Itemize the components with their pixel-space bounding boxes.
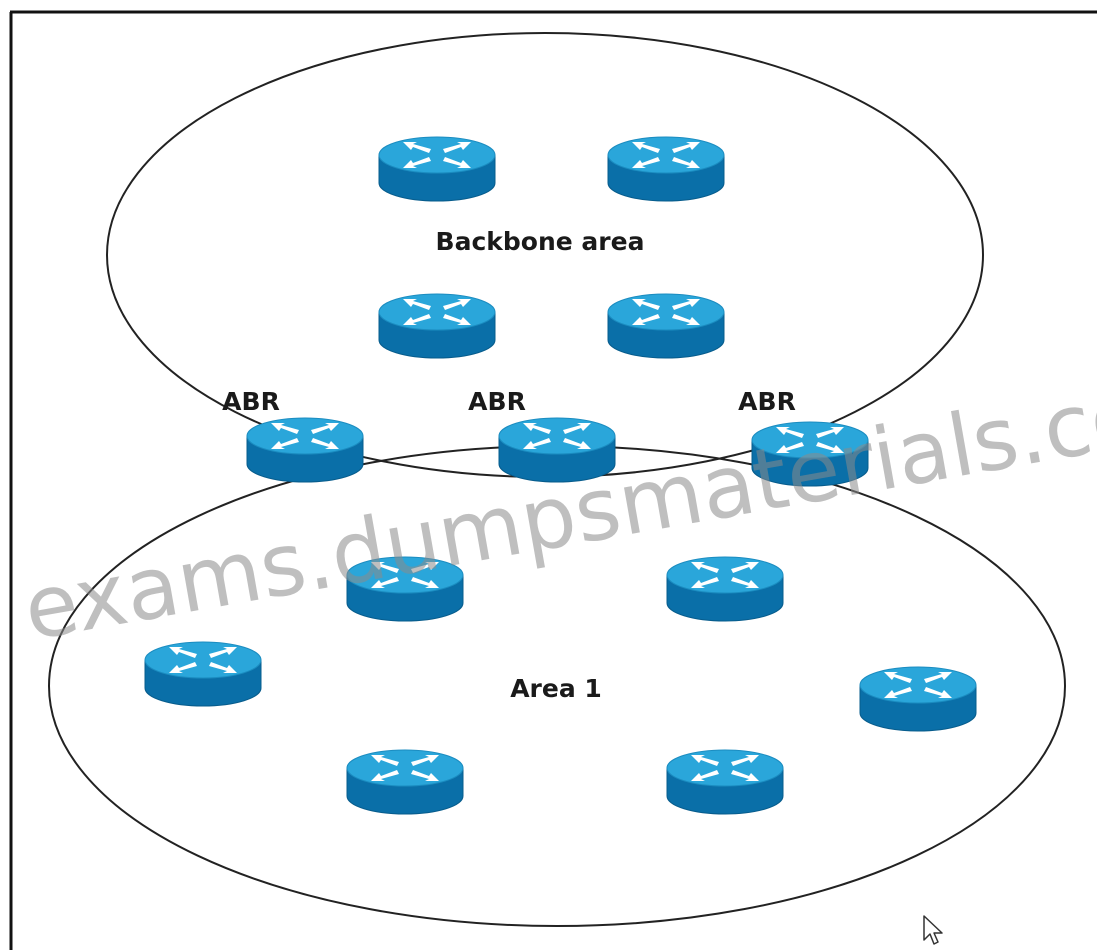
abr-label-center: ABR (468, 387, 526, 416)
router-icon (666, 749, 784, 815)
backbone-area-label: Backbone area (436, 227, 645, 256)
router-icon (246, 417, 364, 483)
abr-label-left: ABR (222, 387, 280, 416)
router-icon (859, 666, 977, 732)
router-icon (607, 293, 725, 359)
watermark-text: exams.dumpsmaterials.com (17, 351, 1097, 661)
router-icon (666, 556, 784, 622)
router-icon (378, 293, 496, 359)
router-icon (144, 641, 262, 707)
router-icon (346, 749, 464, 815)
router-icon (607, 136, 725, 202)
router-icon (378, 136, 496, 202)
area1-label: Area 1 (510, 674, 602, 703)
abr-label-right: ABR (738, 387, 796, 416)
mouse-pointer-icon (923, 915, 943, 945)
